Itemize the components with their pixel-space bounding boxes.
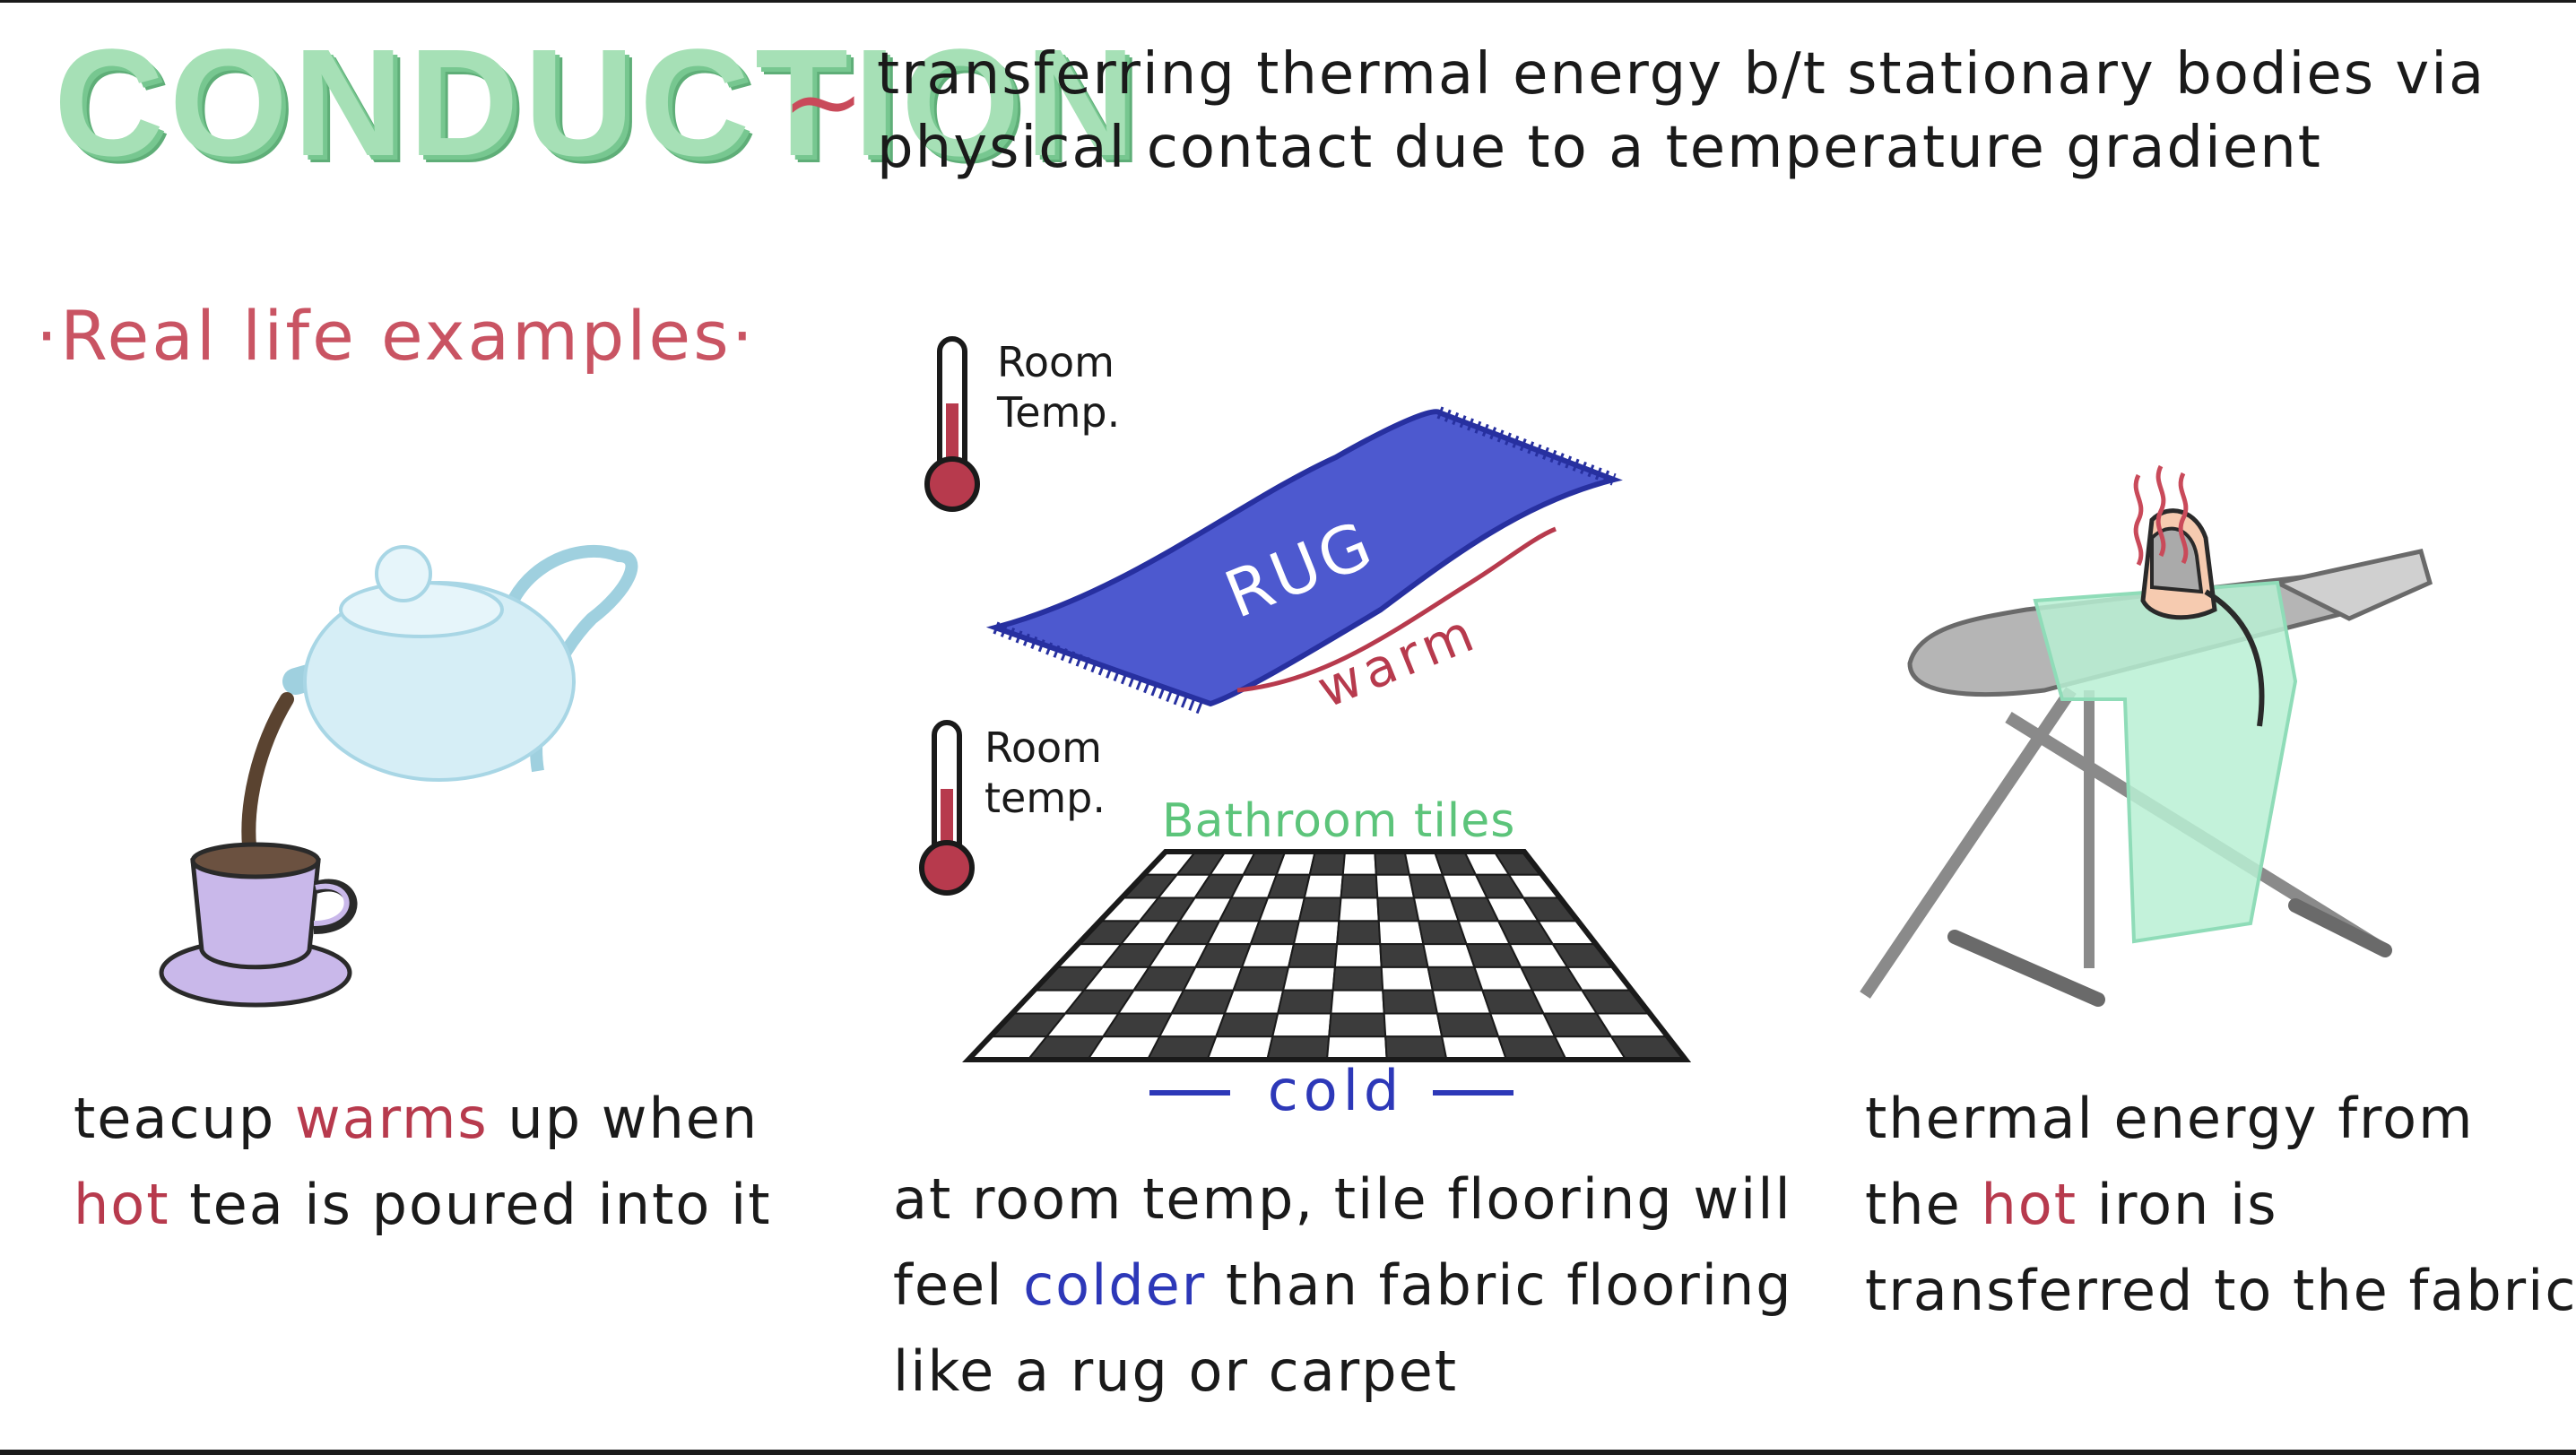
tile [1328,1012,1387,1038]
cold-label: cold [1267,1058,1405,1123]
top-frame-line [0,0,2576,3]
caption-text: thermal energy from the [1865,1086,2475,1237]
tile [1158,1012,1227,1038]
tiles-caption: at room temp, tile flooring will feel co… [893,1156,1808,1415]
examples-heading: ·Real life examples· [36,296,756,376]
tile [1258,896,1306,922]
tile [1287,943,1339,968]
caption-text: up when [488,1086,759,1151]
tile [1431,989,1492,1015]
thermometer-label-bottom-line2: temp. [984,774,1106,822]
teacup-illustration [159,842,358,1008]
tile [1170,989,1235,1015]
tile [1376,896,1420,922]
tile [1375,873,1416,899]
thermometer-label-top-line2: Temp. [997,388,1121,437]
tile [1292,920,1340,946]
tile [1336,920,1382,946]
tile [1341,851,1377,876]
tile [1435,1012,1500,1038]
tile [1276,989,1334,1015]
caption-highlight-hot: hot [74,1172,170,1237]
caption-text: teacup [74,1086,295,1151]
tile [1303,873,1344,899]
tile [1146,1035,1218,1061]
thermometer-label-top: Room Temp. [997,337,1120,437]
tiles-label: Bathroom tiles [1162,794,1516,848]
tile [1379,943,1429,968]
cold-line-left [1149,1090,1230,1096]
tile [1249,920,1301,946]
thermometer-label-top-line1: Room [997,338,1115,386]
caption-text: tea is poured into it [169,1172,772,1237]
title-connector: ~ [782,44,865,159]
tile [1333,943,1383,968]
tile [1232,966,1290,992]
tile [1383,1012,1444,1038]
cold-line-right [1433,1090,1514,1096]
tile [1206,1035,1274,1061]
tile [1240,943,1296,968]
teapot-illustration [241,545,638,868]
tiles-border [962,849,1692,1062]
tile [1374,851,1411,876]
iron-caption: thermal energy from the hot iron is tran… [1865,1076,2576,1334]
tile [1271,1012,1332,1038]
tile [1223,989,1285,1015]
definition-text: transferring thermal energy b/t stationa… [877,41,2486,181]
thermometer-bottom [919,720,975,896]
caption-text: at room temp, tile flooring will feel [893,1166,1792,1318]
caption-highlight-hot: hot [1981,1172,2078,1237]
ironing-board-illustration [1860,464,2433,1007]
tile [1330,989,1385,1015]
tile [1214,1012,1279,1038]
caption-highlight-warms: warms [294,1086,489,1151]
rug-illustration [985,406,1623,715]
tile [1297,896,1342,922]
thermometer-label-bottom-line1: Room [984,723,1102,772]
tile [1380,966,1434,992]
tile [1266,1035,1331,1061]
tile [1427,966,1484,992]
bottom-frame-line [0,1450,2576,1455]
tile [1340,873,1379,899]
tile [1338,896,1380,922]
caption-text: iron is transferred to the fabric [1865,1172,2576,1323]
tile [1325,1035,1388,1061]
thermometer-top [924,336,980,512]
teacup-caption: teacup warms up when hot tea is poured i… [74,1076,791,1248]
tile [1281,966,1336,992]
tile [1308,851,1347,876]
tile [1377,920,1425,946]
tile [1440,1035,1508,1061]
thermometer-label-bottom: Room temp. [984,723,1106,823]
tile [1384,1035,1448,1061]
page-title: CONDUCTION [54,18,1141,188]
tile [1331,966,1384,992]
caption-text: than fabric flooring like a rug or carpe… [893,1252,1793,1404]
caption-highlight-colder: colder [1023,1252,1207,1318]
tile [1382,989,1439,1015]
tiles-illustration [962,849,1692,1062]
